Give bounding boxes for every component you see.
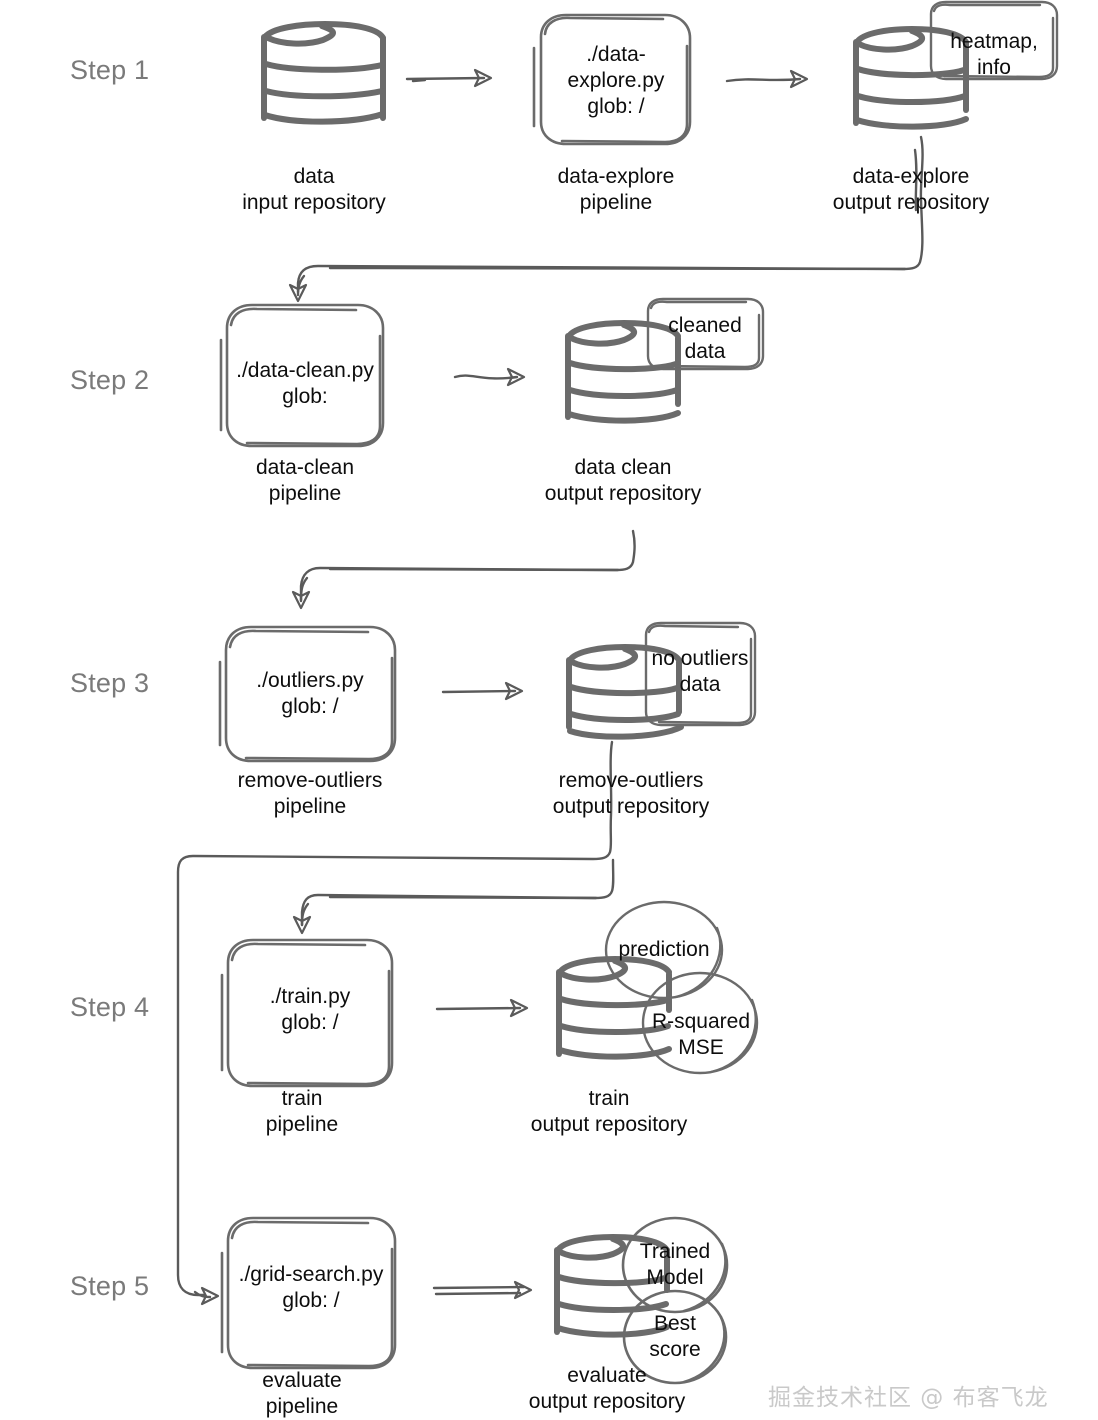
- rounded-box-remove-outliers-pipeline: [218, 625, 397, 763]
- connector-step1-to-step2: [288, 135, 924, 303]
- note-box-no-outliers-data: [644, 621, 757, 727]
- caption-remove-outliers-output-repository: remove-outliers output repository: [552, 769, 710, 818]
- cylinder-data-input-repository: [261, 21, 386, 125]
- node-text-remove-outliers-pipeline: ./outliers.py glob: /: [256, 669, 364, 718]
- arrow-input-to-data-explore: [405, 68, 493, 88]
- caption-data-explore-pipeline: data-explore pipeline: [557, 165, 675, 214]
- ellipse-prediction: [604, 900, 724, 1000]
- caption-evaluate-pipeline: evaluate pipeline: [262, 1369, 342, 1418]
- cylinder-remove-outliers-output-repository: [566, 644, 684, 740]
- bubble-text-r-squared-mse: R-squared MSE: [651, 1010, 751, 1059]
- ellipse-best-score: [622, 1289, 728, 1385]
- step-label-5: Step 5: [70, 1271, 150, 1301]
- node-text-data-explore-pipeline: ./data- explore.py glob: /: [567, 43, 665, 118]
- step-label-2: Step 2: [70, 365, 150, 395]
- node-text-train-pipeline: ./train.py glob: /: [269, 985, 351, 1034]
- connector-step3-to-step4-step5: [176, 740, 615, 1306]
- bubble-text-best-score: Best score: [649, 1312, 701, 1361]
- note-box-cleaned-data: [646, 297, 765, 371]
- arrow-outliers-to-output: [441, 681, 524, 701]
- rounded-box-data-clean-pipeline: [219, 303, 385, 448]
- caption-train-output-repository: train output repository: [530, 1087, 688, 1136]
- node-text-evaluate-pipeline: ./grid-search.py glob: /: [238, 1263, 384, 1312]
- caption-data-explore-output-repository: data-explore output repository: [832, 165, 990, 214]
- rounded-box-train-pipeline: [220, 938, 394, 1088]
- note-text-no-outliers-data: no outliers data: [651, 647, 749, 696]
- ellipse-trained-model: [621, 1216, 729, 1314]
- caption-data-clean-pipeline: data-clean pipeline: [255, 456, 355, 505]
- note-text-cleaned-data: cleaned data: [668, 314, 742, 363]
- step-label-1: Step 1: [70, 55, 150, 85]
- caption-train-pipeline: train pipeline: [265, 1087, 339, 1136]
- caption-data-input-repository: data input repository: [242, 165, 386, 214]
- ellipse-r-squared-mse: [641, 971, 759, 1075]
- arrow-data-explore-to-output: [725, 69, 809, 89]
- caption-remove-outliers-pipeline: remove-outliers pipeline: [237, 769, 383, 818]
- bubble-text-prediction: prediction: [618, 938, 710, 961]
- arrow-evaluate-to-output: [432, 1280, 533, 1300]
- step-label-4: Step 4: [70, 992, 150, 1022]
- note-box-heatmap-info: [929, 0, 1059, 81]
- connector-step2-to-step3: [291, 529, 636, 610]
- bubble-text-trained-model: Trained Model: [639, 1240, 711, 1289]
- arrow-train-to-output: [435, 998, 529, 1018]
- watermark: 掘金技术社区 @ 布客飞龙: [768, 1385, 1049, 1411]
- rounded-box-evaluate-pipeline: [220, 1216, 397, 1370]
- note-text-heatmap-info: heatmap, info: [950, 30, 1038, 79]
- cylinder-evaluate-output-repository: [554, 1234, 670, 1338]
- node-text-data-clean-pipeline: ./data-clean.py glob:: [236, 359, 374, 408]
- caption-data-clean-output-repository: data clean output repository: [544, 456, 702, 505]
- step-label-3: Step 3: [70, 668, 150, 698]
- caption-evaluate-output-repository: evaluate output repository: [528, 1364, 686, 1413]
- arrow-data-clean-to-output: [453, 367, 526, 387]
- rounded-box-data-explore-pipeline: [532, 13, 692, 146]
